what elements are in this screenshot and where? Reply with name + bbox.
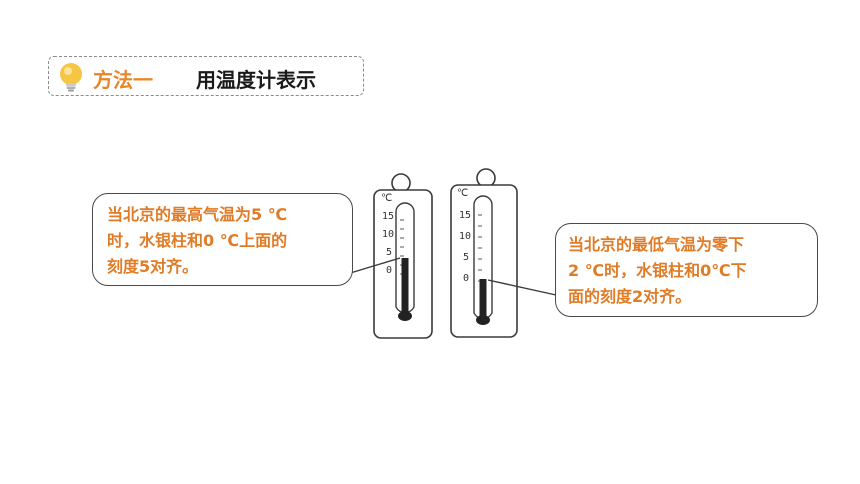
callout-max-temperature: 当北京的最高气温为5 ℃ 时，水银柱和0 ℃上面的 刻度5对齐。 — [92, 193, 353, 286]
method-header-box — [48, 56, 364, 96]
method-label: 方法一 — [93, 68, 153, 92]
callout-min-temperature: 当北京的最低气温为零下 2 ℃时，水银柱和0℃下 面的刻度2对齐。 — [555, 223, 818, 317]
callout-right-line-1: 当北京的最低气温为零下 — [568, 235, 745, 254]
callout-left-line-3: 刻度5对齐。 — [107, 257, 199, 276]
thermometer-left — [373, 173, 433, 339]
left-pointer-line — [346, 257, 401, 275]
unit-label-left: ℃ — [381, 193, 393, 204]
scale-label-10-left: 10 — [382, 229, 395, 240]
scale-label-0-right: 0 — [463, 273, 470, 284]
callout-left-line-2: 时，水银柱和0 ℃上面的 — [107, 231, 288, 250]
callout-right-line-3: 面的刻度2对齐。 — [568, 287, 692, 306]
method-title: 用温度计表示 — [196, 68, 316, 92]
lightbulb-icon — [60, 63, 82, 92]
right-pointer-line — [487, 279, 557, 296]
thermometer-right — [450, 168, 518, 338]
scale-label-15-left: 15 — [382, 211, 395, 222]
callout-left-line-1: 当北京的最高气温为5 ℃ — [107, 205, 288, 224]
scale-label-5-right: 5 — [463, 252, 470, 263]
callout-right-line-2: 2 ℃时，水银柱和0℃下 — [568, 261, 747, 280]
unit-label-right: ℃ — [457, 188, 469, 199]
scale-label-5-left: 5 — [386, 247, 393, 258]
scale-label-0-left: 0 — [386, 265, 393, 276]
scale-label-10-right: 10 — [459, 231, 472, 242]
scale-label-15-right: 15 — [459, 210, 472, 221]
